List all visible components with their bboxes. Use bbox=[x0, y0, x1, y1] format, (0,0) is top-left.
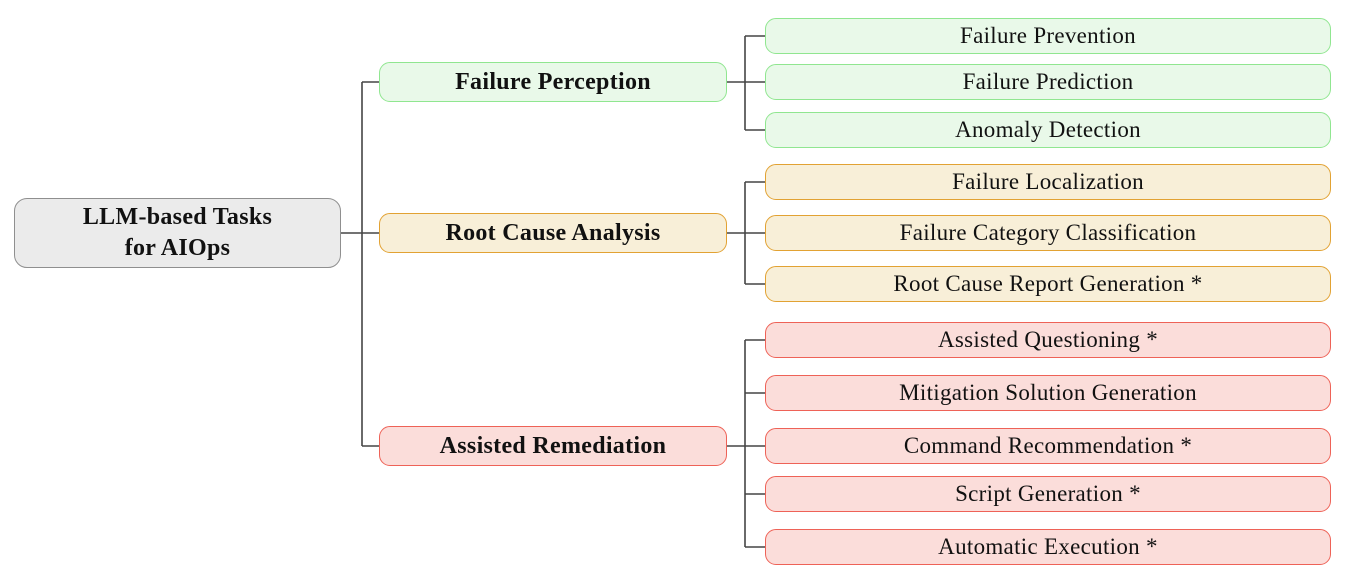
root-label-line1: LLM-based Tasks bbox=[82, 203, 273, 230]
leaf-failure-prevention-label: Failure Prevention bbox=[960, 23, 1136, 48]
leaf-root-cause-report-generation-label: Root Cause Report Generation * bbox=[893, 271, 1203, 296]
leaf-failure-prediction: Failure Prediction bbox=[765, 64, 1331, 100]
leaf-assisted-questioning-label: Assisted Questioning * bbox=[938, 327, 1158, 352]
branch-root-cause-analysis-label: Root Cause Analysis bbox=[445, 219, 661, 246]
branch-root-cause-analysis: Root Cause Analysis bbox=[379, 213, 727, 253]
leaf-automatic-execution-label: Automatic Execution * bbox=[938, 534, 1158, 559]
leaf-mitigation-solution-generation: Mitigation Solution Generation bbox=[765, 375, 1331, 411]
root-label-line2: for AIOps bbox=[124, 235, 231, 261]
leaf-failure-prediction-label: Failure Prediction bbox=[962, 69, 1134, 94]
leaf-failure-localization-label: Failure Localization bbox=[952, 169, 1144, 194]
connector-group bbox=[341, 35, 765, 548]
leaf-failure-category-classification: Failure Category Classification bbox=[765, 215, 1331, 251]
leaf-anomaly-detection-label: Anomaly Detection bbox=[955, 117, 1141, 142]
leaf-failure-prevention: Failure Prevention bbox=[765, 18, 1331, 54]
branch-assisted-remediation-label: Assisted Remediation bbox=[439, 432, 667, 459]
leaf-root-cause-report-generation: Root Cause Report Generation * bbox=[765, 266, 1331, 302]
branch-assisted-remediation: Assisted Remediation bbox=[379, 426, 727, 466]
leaf-anomaly-detection: Anomaly Detection bbox=[765, 112, 1331, 148]
leaf-assisted-questioning: Assisted Questioning * bbox=[765, 322, 1331, 358]
leaf-failure-localization: Failure Localization bbox=[765, 164, 1331, 200]
branch-failure-perception: Failure Perception bbox=[379, 62, 727, 102]
leaf-script-generation: Script Generation * bbox=[765, 476, 1331, 512]
leaf-failure-category-classification-label: Failure Category Classification bbox=[899, 220, 1197, 245]
leaf-command-recommendation: Command Recommendation * bbox=[765, 428, 1331, 464]
leaf-script-generation-label: Script Generation * bbox=[955, 481, 1141, 506]
leaf-command-recommendation-label: Command Recommendation * bbox=[903, 433, 1193, 458]
root-node: LLM-based Tasks for AIOps bbox=[14, 198, 341, 268]
leaf-mitigation-solution-generation-label: Mitigation Solution Generation bbox=[899, 380, 1197, 405]
branch-failure-perception-label: Failure Perception bbox=[455, 68, 651, 95]
leaf-automatic-execution: Automatic Execution * bbox=[765, 529, 1331, 565]
root-node-label: LLM-based Tasks for AIOps bbox=[83, 202, 272, 264]
